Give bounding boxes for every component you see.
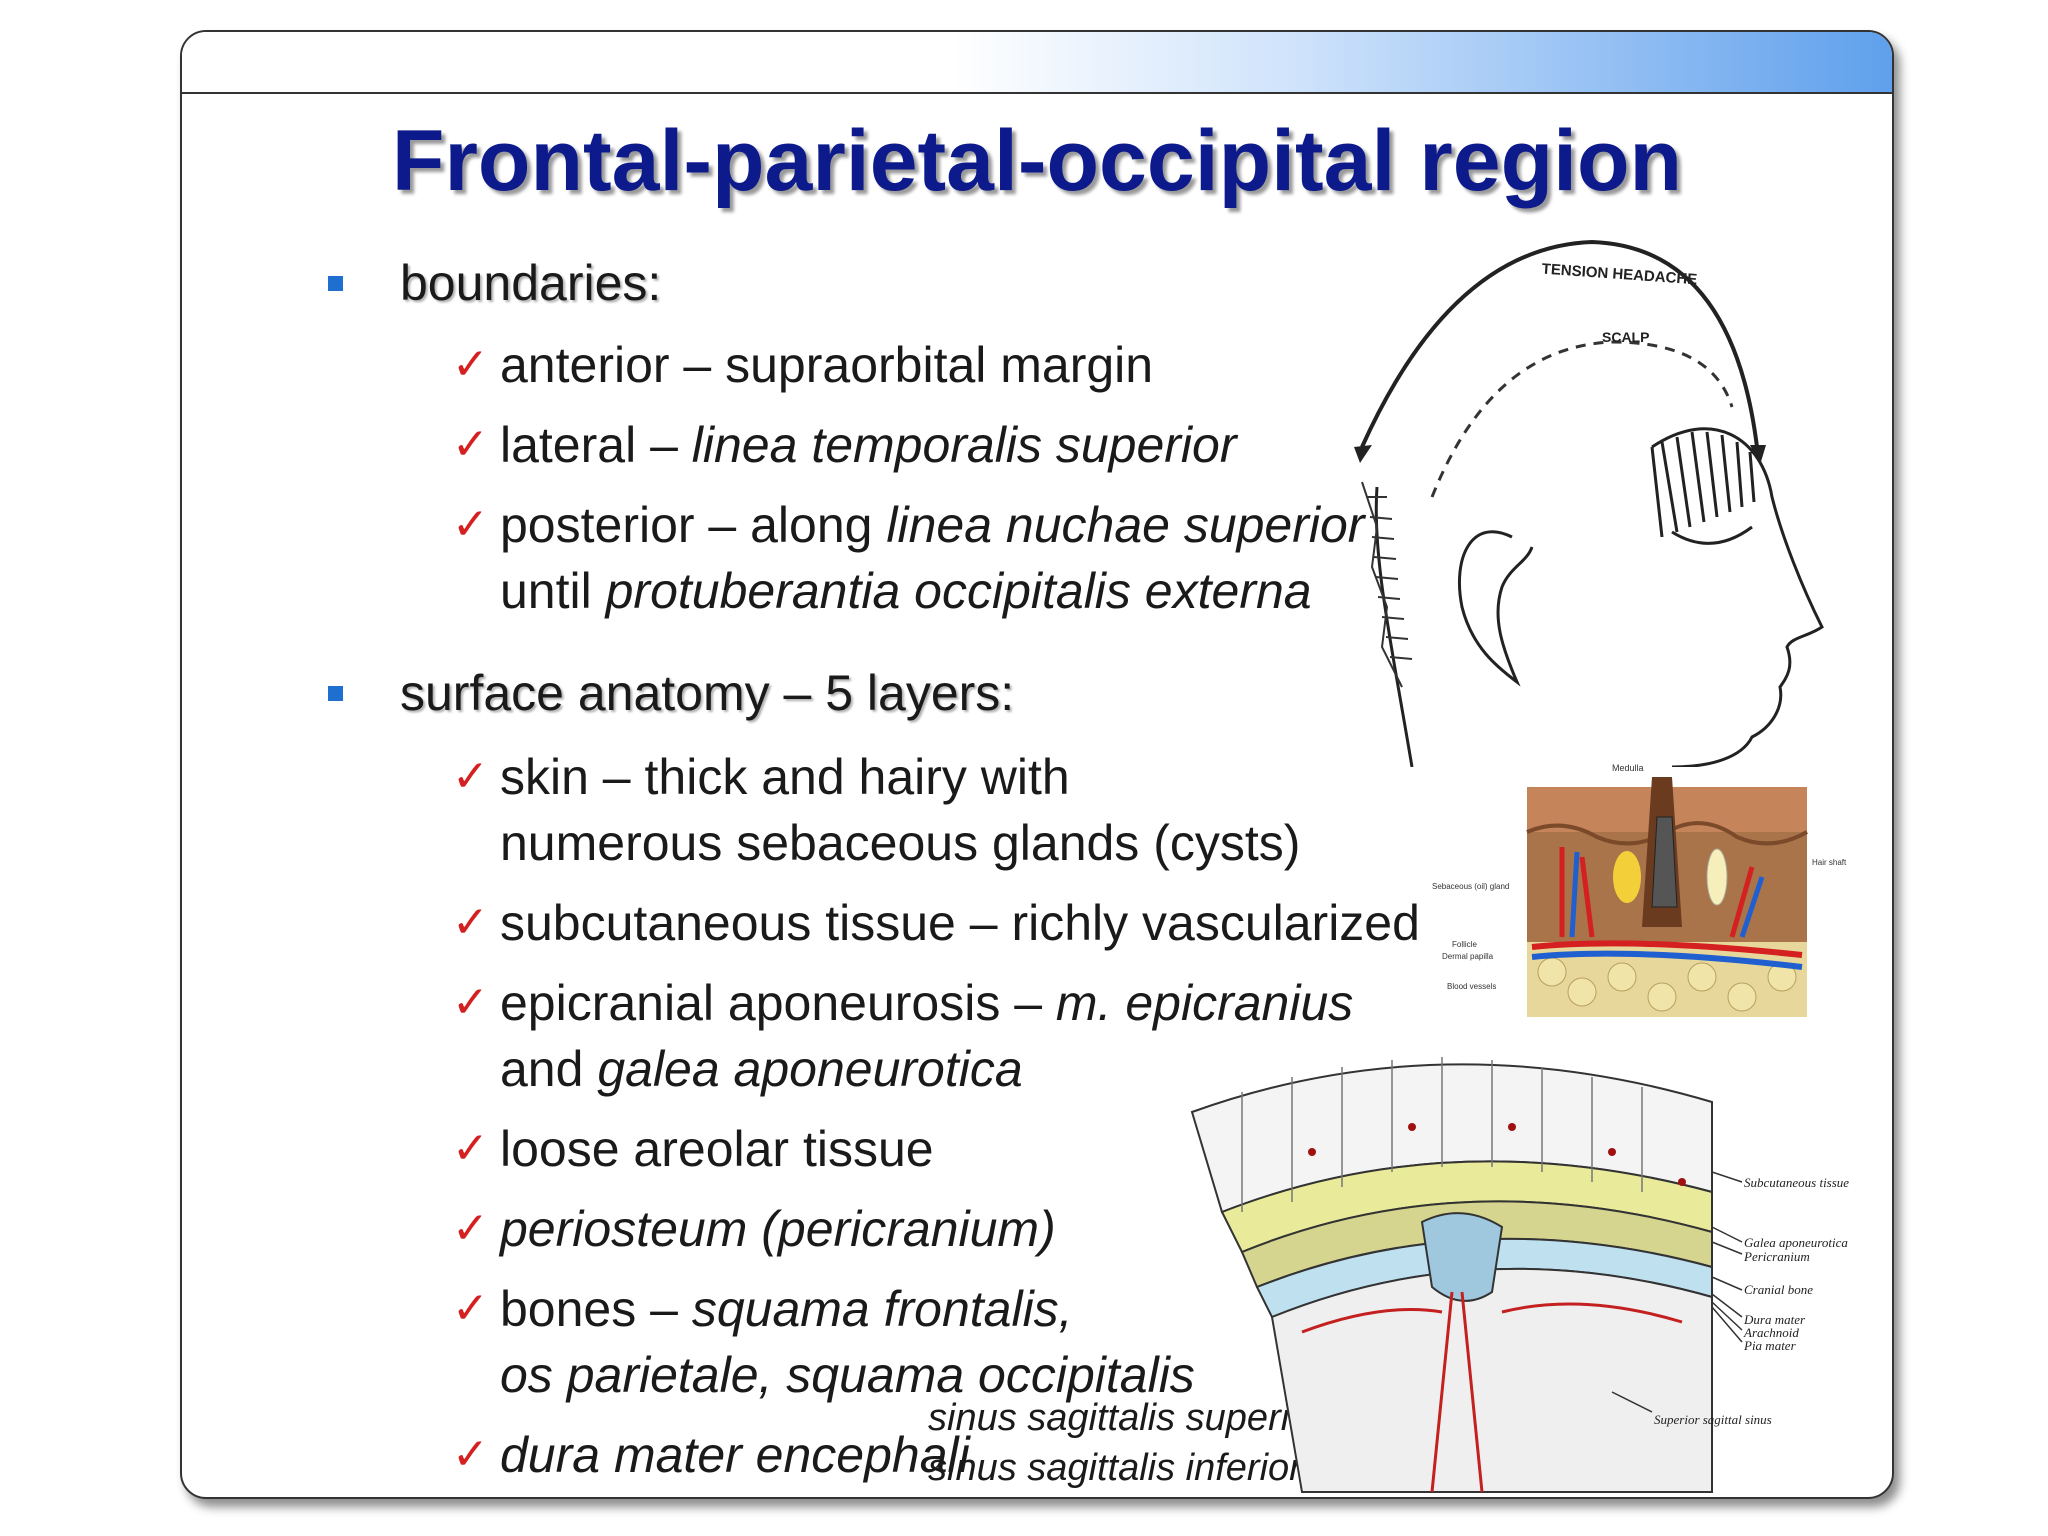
svg-text:Dura mater: Dura mater	[1743, 1312, 1806, 1327]
item-anterior: ✓ anterior – supraorbital margin	[452, 332, 1153, 398]
item-bones: ✓ bones – squama frontalis, os parietale…	[452, 1276, 1195, 1408]
checkmark-icon: ✓	[452, 1283, 489, 1334]
square-bullet-icon	[328, 276, 343, 291]
svg-text:Pericranium: Pericranium	[1743, 1249, 1810, 1264]
checkmark-icon: ✓	[452, 339, 489, 390]
item-subcutaneous: ✓ subcutaneous tissue – richly vasculari…	[452, 890, 1420, 956]
svg-text:Dermal papilla: Dermal papilla	[1442, 952, 1494, 961]
slide-header-bar	[182, 32, 1892, 94]
skin-section-figure: Medulla Sebaceous (oil) gland Follicle D…	[1432, 763, 1847, 1017]
arc-label: TENSION HEADACHE	[1541, 261, 1698, 289]
item-dura-mater: ✓ dura mater encephali	[452, 1422, 970, 1488]
bullet-boundaries: boundaries:	[328, 254, 661, 312]
slide-content: boundaries: ✓ anterior – supraorbital ma…	[182, 32, 1892, 1497]
item-periosteum: ✓ periosteum (pericranium)	[452, 1196, 1056, 1262]
checkmark-icon: ✓	[452, 751, 489, 802]
checkmark-icon: ✓	[452, 1123, 489, 1174]
checkmark-icon: ✓	[452, 1203, 489, 1254]
slide-title: Frontal-parietal-occipital region	[391, 113, 1683, 209]
svg-text:Sebaceous (oil) gland: Sebaceous (oil) gland	[1432, 882, 1509, 891]
svg-text:Superior sagittal sinus: Superior sagittal sinus	[1654, 1412, 1772, 1427]
svg-text:Medulla: Medulla	[1612, 763, 1644, 773]
item-loose-areolar: ✓ loose areolar tissue	[452, 1116, 934, 1182]
svg-text:Galea aponeurotica: Galea aponeurotica	[1744, 1235, 1848, 1250]
svg-text:Arachnoid: Arachnoid	[1743, 1325, 1799, 1340]
bullet-surface-anatomy: surface anatomy – 5 layers:	[328, 664, 1014, 722]
svg-text:Follicle: Follicle	[1452, 940, 1477, 949]
svg-text:Hair shaft: Hair shaft	[1812, 858, 1847, 867]
item-skin: ✓ skin – thick and hairy with numerous s…	[452, 744, 1300, 876]
checkmark-icon: ✓	[452, 977, 489, 1028]
svg-text:Cranial bone: Cranial bone	[1744, 1282, 1813, 1297]
scalp-layers-figure: Subcutaneous tissue Galea aponeurotica P…	[1190, 1057, 1849, 1493]
label-sinus-inferior: sinus sagittalis inferior	[928, 1447, 1302, 1489]
square-bullet-icon	[328, 686, 343, 701]
item-lateral: ✓ lateral – linea temporalis superior	[452, 412, 1236, 478]
checkmark-icon: ✓	[452, 499, 489, 550]
checkmark-icon: ✓	[452, 1429, 489, 1480]
scalp-label: SCALP	[1602, 329, 1649, 345]
item-posterior: ✓ posterior – along linea nuchae superio…	[452, 492, 1364, 624]
item-epicranial: ✓ epicranial aponeurosis – m. epicranius…	[452, 970, 1353, 1102]
checkmark-icon: ✓	[452, 419, 489, 470]
svg-text:Subcutaneous tissue: Subcutaneous tissue	[1744, 1175, 1849, 1190]
label-sinus-superior: sinus sagittalis superior	[928, 1397, 1323, 1439]
slide: Frontal-parietal-occipital region bounda…	[180, 30, 1894, 1499]
head-profile-figure: TENSION HEADACHE SCALP	[1354, 239, 1824, 767]
svg-text:Blood vessels: Blood vessels	[1447, 982, 1496, 991]
checkmark-icon: ✓	[452, 897, 489, 948]
svg-text:Pia mater: Pia mater	[1743, 1338, 1797, 1353]
